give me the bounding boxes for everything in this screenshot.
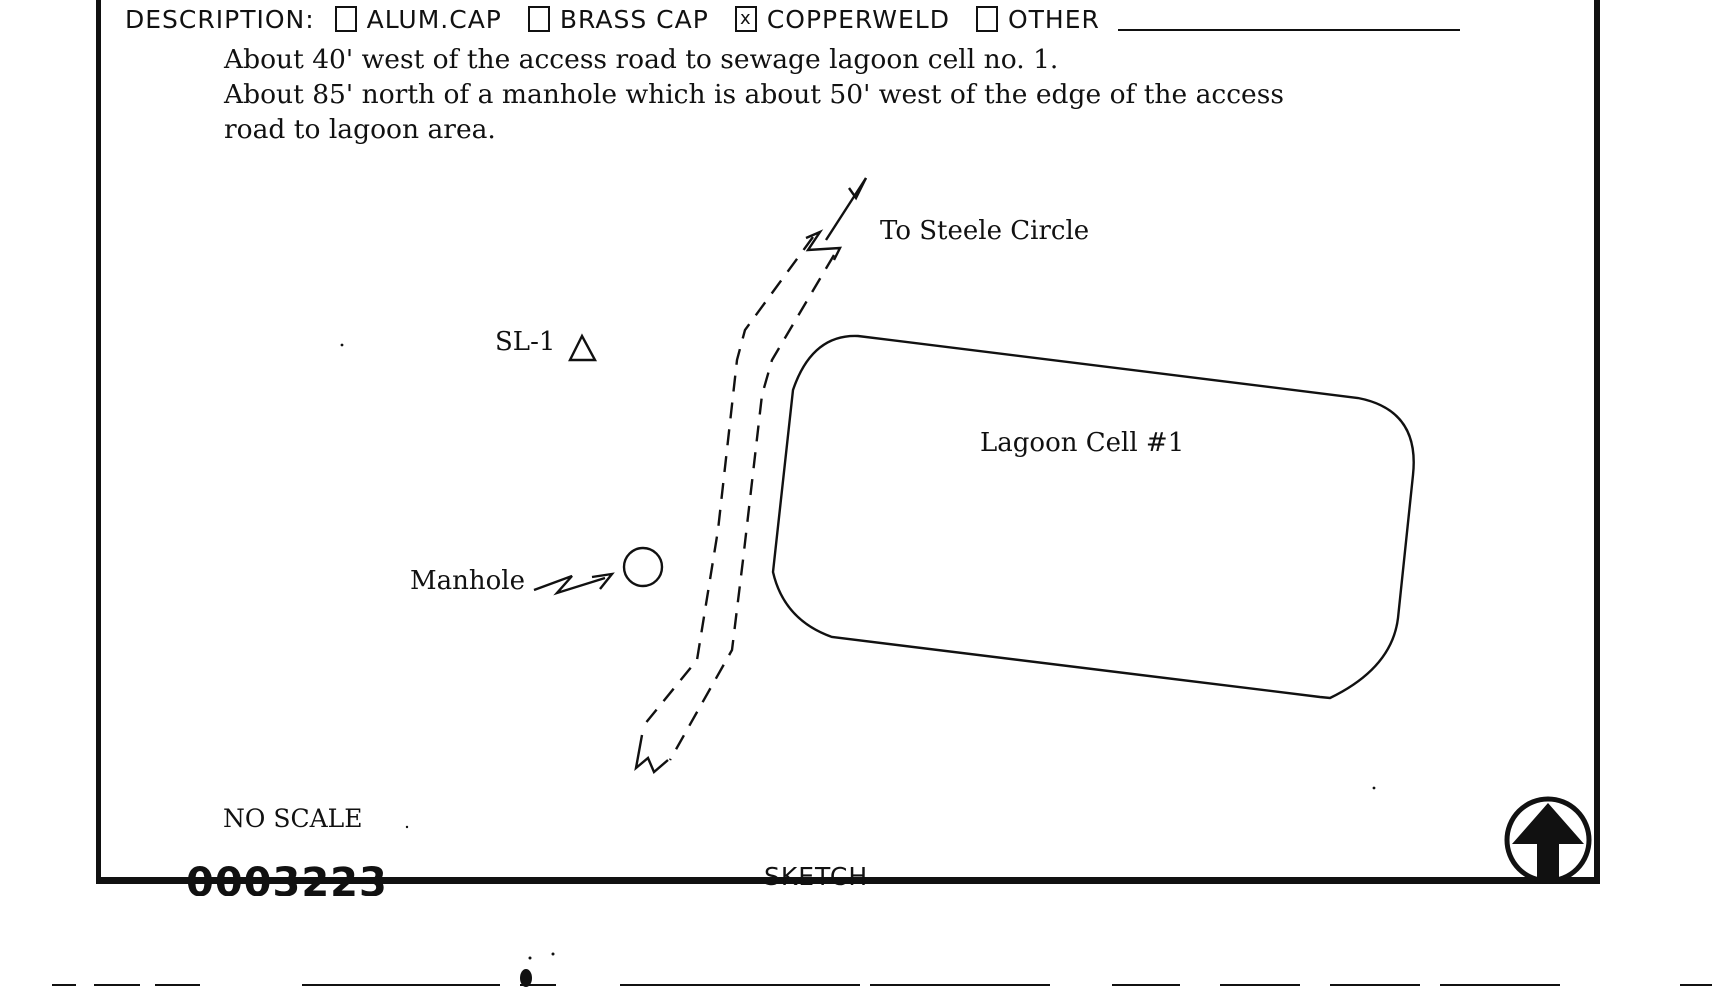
speck xyxy=(340,343,344,347)
speck xyxy=(1372,786,1376,790)
description-line: About 85' north of a manhole which is ab… xyxy=(224,79,1284,110)
triangle-icon xyxy=(568,333,598,362)
scan-artifact-line xyxy=(52,984,1712,986)
option-alum-cap[interactable]: ALUM.CAP xyxy=(334,4,502,34)
sketch-section-label: SKETCH xyxy=(764,862,869,891)
option-copperweld-label: COPPERWELD xyxy=(766,4,950,34)
description-row: DESCRIPTION: ALUM.CAP BRASS CAP x COPPER… xyxy=(125,2,1460,36)
option-alum-cap-label: ALUM.CAP xyxy=(366,4,502,34)
arrow-icon xyxy=(824,177,868,241)
checkbox-copperweld[interactable]: x xyxy=(734,6,757,32)
description-line: About 40' west of the access road to sew… xyxy=(224,44,1059,75)
pointer-arrowhead xyxy=(591,572,615,590)
option-other[interactable]: OTHER xyxy=(975,4,1100,34)
description-label: DESCRIPTION: xyxy=(125,4,315,34)
option-brass-cap[interactable]: BRASS CAP xyxy=(527,4,709,34)
pointer-arrow-icon xyxy=(533,574,606,596)
station-label: SL-1 xyxy=(495,327,556,357)
road-break-top xyxy=(805,229,843,261)
access-road xyxy=(639,236,836,761)
form-frame xyxy=(96,0,1600,884)
lagoon-outline xyxy=(771,334,1415,700)
manhole-label: Manhole xyxy=(410,566,525,596)
option-copperweld[interactable]: x COPPERWELD xyxy=(734,4,950,34)
checkbox-brass-cap[interactable] xyxy=(527,6,550,32)
scale-note: NO SCALE xyxy=(223,804,363,833)
description-line: road to lagoon area. xyxy=(224,114,496,145)
road-west-edge xyxy=(639,236,814,731)
manhole-icon xyxy=(622,546,664,588)
road-east-edge xyxy=(668,254,836,761)
checkbox-other[interactable] xyxy=(975,6,998,32)
check-mark: x xyxy=(739,8,752,29)
speck xyxy=(528,956,532,960)
speck xyxy=(551,952,555,956)
north-arrow-icon xyxy=(1504,796,1592,884)
checkbox-alum-cap[interactable] xyxy=(334,6,357,32)
other-fill-line[interactable] xyxy=(1117,7,1460,31)
lagoon-label: Lagoon Cell #1 xyxy=(980,428,1185,458)
description-text: About 40' west of the access road to sew… xyxy=(224,42,1554,147)
speck xyxy=(405,825,409,829)
option-other-label: OTHER xyxy=(1007,4,1100,34)
destination-label: To Steele Circle xyxy=(880,216,1090,246)
document-number: 0003223 xyxy=(186,860,388,896)
road-break-bottom xyxy=(634,734,669,774)
speck xyxy=(520,969,532,987)
option-brass-cap-label: BRASS CAP xyxy=(559,4,709,34)
